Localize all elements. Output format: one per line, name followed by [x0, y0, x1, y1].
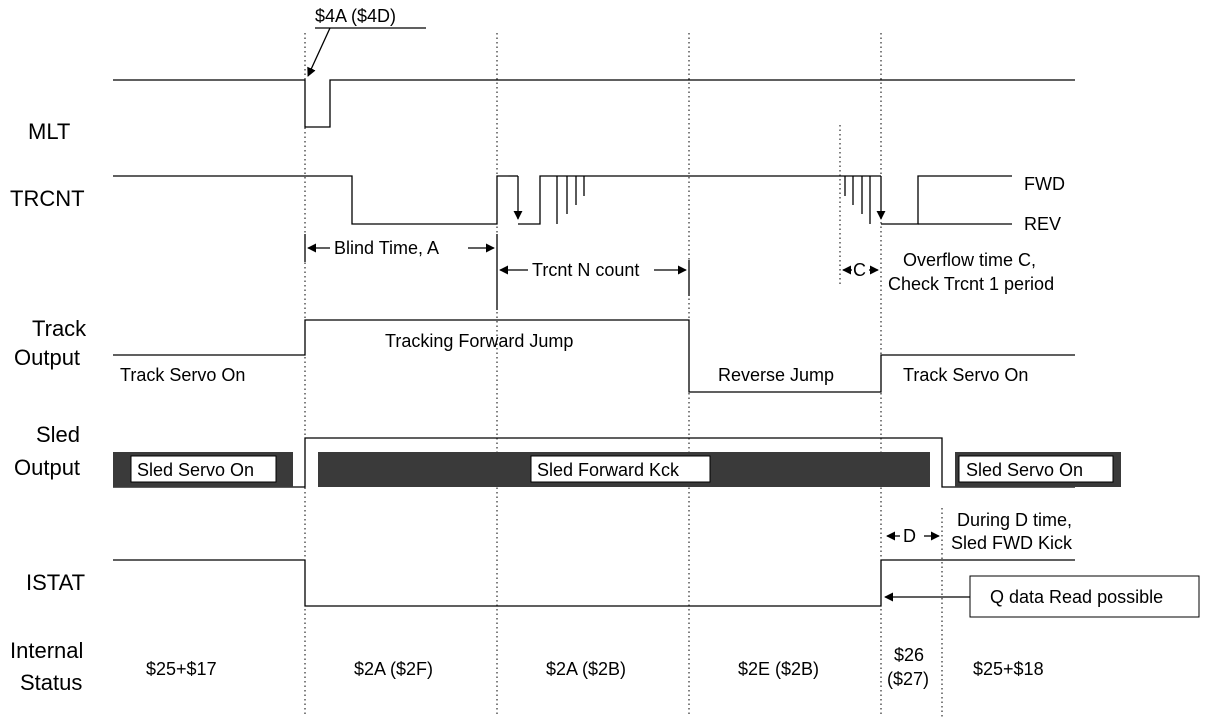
status-4: $2E ($2B)	[738, 659, 819, 679]
reverse-jump: Reverse Jump	[718, 365, 834, 385]
d-label: D	[903, 526, 916, 546]
mlt-command-label: $4A ($4D)	[315, 6, 396, 26]
blind-time-marker: Blind Time, A	[304, 234, 495, 262]
signal-sled-label-1: Sled	[36, 422, 80, 447]
overflow-time-label-1: Overflow time C,	[903, 250, 1036, 270]
overflow-time-label-2: Check Trcnt 1 period	[888, 274, 1054, 294]
signal-track-label-1: Track	[32, 316, 87, 341]
d-marker: D	[886, 526, 940, 546]
status-1: $25+$17	[146, 659, 217, 679]
c-marker: C	[842, 260, 879, 280]
istat-waveform	[113, 559, 1075, 607]
sled-forward-kick-box	[530, 455, 711, 483]
during-d-label-1: During D time,	[957, 510, 1072, 530]
sled-servo-on-left: Sled Servo On	[137, 460, 254, 480]
status-6: $25+$18	[973, 659, 1044, 679]
trcnt-n-count-label: Trcnt N count	[532, 260, 639, 280]
track-output-waveform	[113, 319, 1075, 393]
during-d-label-2: Sled FWD Kick	[951, 533, 1073, 553]
trcnt-n-count-marker: Trcnt N count	[496, 234, 690, 310]
sled-servo-on-right: Sled Servo On	[966, 460, 1083, 480]
trcnt-waveform	[113, 175, 1012, 225]
sled-servo-on-right-box	[958, 455, 1114, 483]
mlt-waveform	[113, 79, 1075, 128]
time-guides	[304, 33, 943, 717]
trcnt-fwd-label: FWD	[1024, 174, 1065, 194]
status-2: $2A ($2F)	[354, 659, 433, 679]
signal-sled-label-2: Output	[14, 455, 80, 480]
q-data-callout-label: Q data Read possible	[990, 587, 1163, 607]
status-5a: $26	[894, 645, 924, 665]
signal-internal-label-1: Internal	[10, 638, 83, 663]
signal-track-label-2: Output	[14, 345, 80, 370]
signal-istat-label: ISTAT	[26, 570, 85, 595]
signal-trcnt-label: TRCNT	[10, 186, 85, 211]
sled-servo-on-left-box	[130, 455, 277, 483]
status-3: $2A ($2B)	[546, 659, 626, 679]
track-servo-on-left: Track Servo On	[120, 365, 245, 385]
signal-mlt-label: MLT	[28, 119, 70, 144]
track-servo-on-right: Track Servo On	[903, 365, 1028, 385]
sled-forward-kick: Sled Forward Kck	[537, 460, 680, 480]
trcnt-rev-label: REV	[1024, 214, 1061, 234]
blind-time-label: Blind Time, A	[334, 238, 439, 258]
c-label: C	[853, 260, 866, 280]
q-data-callout-box	[969, 575, 1200, 618]
status-5b: ($27)	[887, 669, 929, 689]
mlt-command-arrow	[307, 27, 331, 77]
tracking-forward-jump: Tracking Forward Jump	[385, 331, 573, 351]
signal-internal-label-2: Status	[20, 670, 82, 695]
